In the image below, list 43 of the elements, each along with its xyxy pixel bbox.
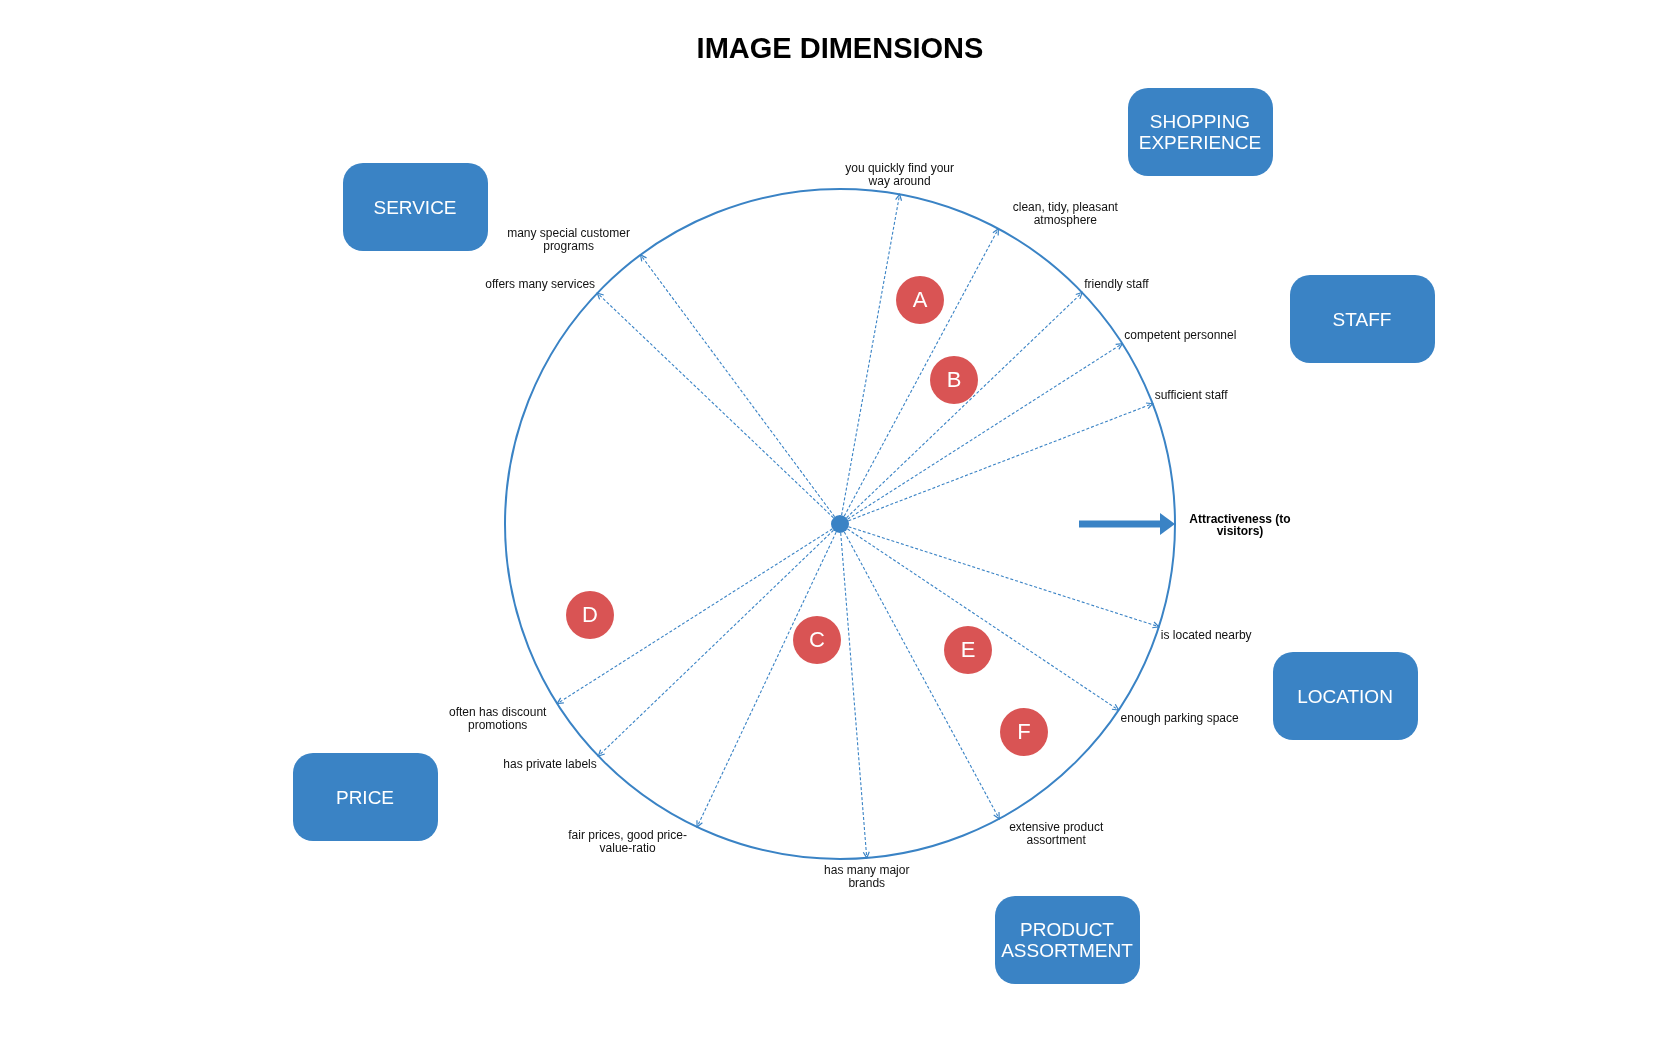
arrow (556, 528, 833, 705)
arrow (843, 531, 1000, 820)
arrow (847, 402, 1154, 522)
arrow (696, 531, 837, 828)
category-box: SERVICE (342, 163, 488, 251)
attribute-label: sufficient staff (1154, 388, 1228, 402)
letter-marker: C (793, 616, 841, 664)
letter-marker: A (896, 276, 944, 324)
attribute-label: has private labels (503, 758, 597, 771)
attribute-label: has many major brands (816, 863, 917, 890)
arrow (845, 291, 1083, 519)
category-box: PRODUCT ASSORTMENT (994, 896, 1140, 984)
attribute-label: clean, tidy, pleasant atmosphere (1000, 200, 1131, 227)
arrow (841, 193, 903, 516)
attribute-label: often has discount promotions (440, 705, 556, 732)
attribute-label: you quickly find your way around (834, 162, 965, 189)
arrow (597, 529, 835, 757)
arrow (639, 254, 836, 518)
attribute-label: extensive product assortment (1001, 820, 1112, 847)
axis-label: Attractiveness (to visitors) (1188, 513, 1292, 537)
arrow (840, 532, 870, 859)
category-box: SHOPPING EXPERIENCE (1127, 88, 1273, 176)
arrow (848, 526, 1160, 629)
attribute-label: many special customer programs (498, 226, 639, 253)
category-box: PRICE (292, 753, 438, 841)
attribute-label: offers many services (485, 278, 596, 292)
arrow (847, 343, 1123, 520)
letter-marker: D (566, 591, 614, 639)
attribute-label: enough parking space (1120, 712, 1239, 726)
category-box: STAFF (1289, 275, 1435, 363)
arrow (843, 228, 999, 517)
attribute-label: competent personnel (1124, 328, 1237, 342)
arrow (596, 292, 835, 519)
title: IMAGE DIMENSIONS (695, 32, 985, 65)
letter-marker: B (930, 356, 978, 404)
letter-marker: F (1000, 708, 1048, 756)
center-dot (831, 515, 849, 533)
attribute-label: fair prices, good price-value-ratio (560, 829, 696, 855)
arrow (846, 528, 1120, 711)
attribute-label: friendly staff (1084, 277, 1149, 291)
attribute-label: is located nearby (1160, 628, 1252, 642)
category-box: LOCATION (1272, 652, 1418, 740)
letter-marker: E (944, 626, 992, 674)
